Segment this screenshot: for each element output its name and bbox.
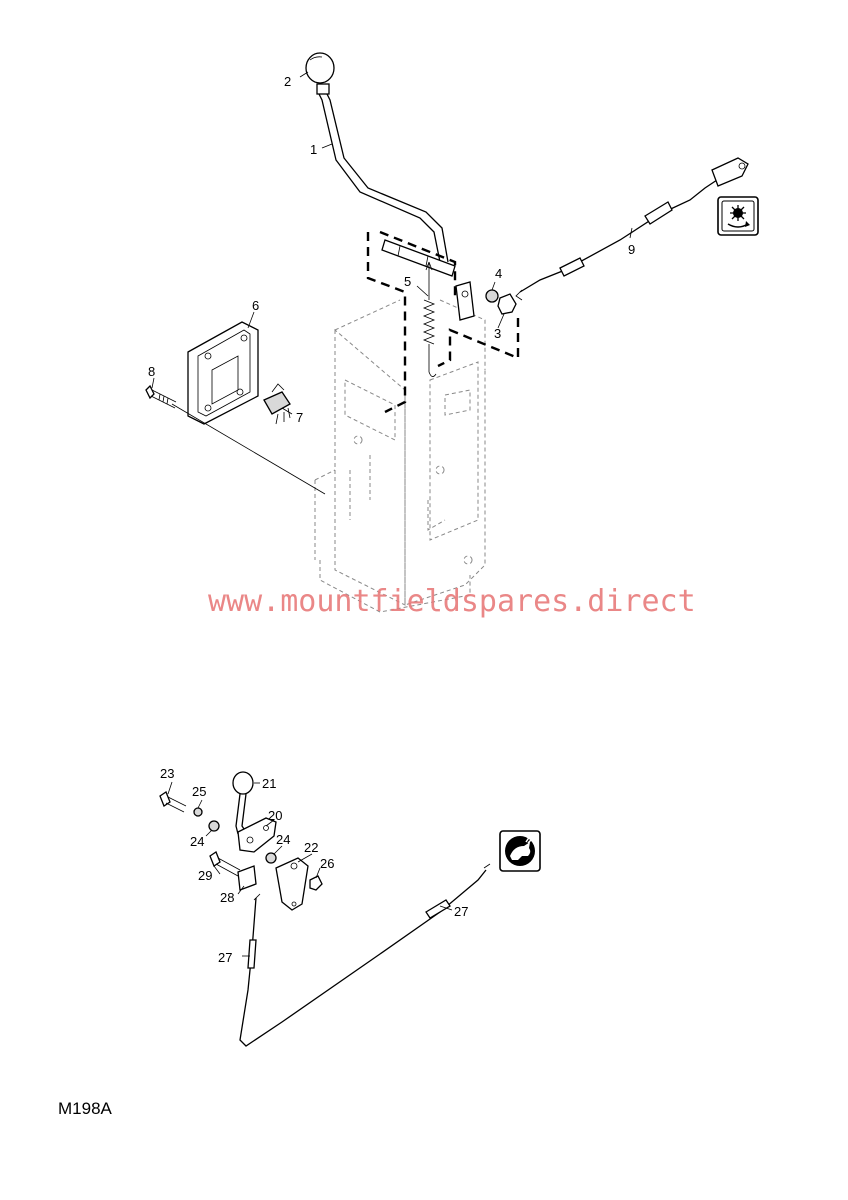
callout-24-left: 24 xyxy=(190,834,204,849)
upper-assembly: 1 2 3 4 5 6 7 8 9 xyxy=(145,52,759,613)
callout-24-right: 24 xyxy=(276,832,290,847)
mounting-plate xyxy=(187,321,259,425)
speed-hare-symbol-icon xyxy=(499,830,541,872)
column-housing-ghost xyxy=(314,299,486,613)
callout-28: 28 xyxy=(220,890,234,905)
lever-pivot-shaft xyxy=(381,239,456,277)
callout-8: 8 xyxy=(148,364,155,379)
washer-24a xyxy=(208,820,220,832)
mounting-bolt xyxy=(145,384,177,409)
control-cable xyxy=(515,157,749,301)
cut-line-right xyxy=(379,230,520,368)
cable-clip-28 xyxy=(237,865,257,891)
washer xyxy=(485,289,499,303)
lock-nut xyxy=(497,293,517,315)
callout-9: 9 xyxy=(628,242,635,257)
callout-21: 21 xyxy=(262,776,276,791)
lower-leaders xyxy=(167,781,453,957)
cut-line-left xyxy=(366,232,407,414)
callout-4: 4 xyxy=(495,266,502,281)
callout-23: 23 xyxy=(160,766,174,781)
speed-cable xyxy=(239,863,491,1047)
gear-lever-collar xyxy=(316,83,330,95)
washer-24b xyxy=(265,852,277,864)
callout-7: 7 xyxy=(296,410,303,425)
bolt-29 xyxy=(209,851,221,867)
lever-bracket-plate xyxy=(455,281,475,321)
micro-switch xyxy=(263,383,291,425)
upper-leaders xyxy=(151,71,633,415)
callout-3: 3 xyxy=(494,326,501,341)
callout-26: 26 xyxy=(320,856,334,871)
reference-code: M198A xyxy=(58,1099,113,1118)
tension-spring xyxy=(422,261,437,377)
washer-25 xyxy=(193,807,203,817)
pivot-bracket xyxy=(275,857,309,911)
speed-lever-plate xyxy=(237,817,277,853)
callout-20: 20 xyxy=(268,808,282,823)
callout-25: 25 xyxy=(192,784,206,799)
nut-26 xyxy=(309,875,323,891)
callout-22: 22 xyxy=(304,840,318,855)
gear-lever xyxy=(317,91,449,263)
callout-5: 5 xyxy=(404,274,411,289)
watermark: www.mountfieldspares.direct xyxy=(208,584,696,619)
speed-knob xyxy=(232,771,254,795)
callout-27-left: 27 xyxy=(218,950,232,965)
gear-knob xyxy=(305,52,335,84)
speed-lever xyxy=(235,793,247,835)
callout-2: 2 xyxy=(284,74,291,89)
bolt-23 xyxy=(159,791,171,807)
callout-27-right: 27 xyxy=(454,904,468,919)
cutting-height-symbol-icon xyxy=(717,196,759,236)
lower-assembly: 20 21 22 23 24 24 25 26 27 27 28 29 xyxy=(159,766,541,1047)
callout-1: 1 xyxy=(310,142,317,157)
callout-6: 6 xyxy=(252,298,259,313)
assembly-line xyxy=(171,403,326,495)
callout-29: 29 xyxy=(198,868,212,883)
